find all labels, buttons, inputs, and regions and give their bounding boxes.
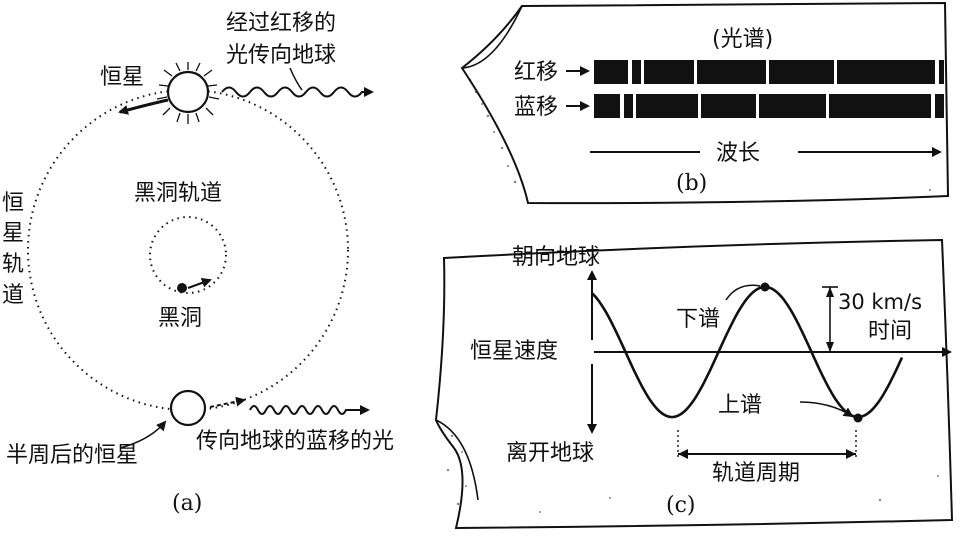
redshift-lines — [628, 60, 939, 84]
star-orbit-label-char-4: 道 — [2, 283, 24, 308]
amplitude-label: 30 km/s — [838, 290, 922, 314]
star-label: 恒星 — [100, 65, 144, 90]
redshift-light-wave — [221, 86, 374, 98]
panel-b-texture — [468, 78, 931, 191]
spectrum-title: (光谱) — [712, 27, 773, 52]
star-motion-arrow — [118, 98, 169, 115]
toward-earth-label: 朝向地球 — [512, 245, 600, 270]
star-top — [156, 62, 220, 124]
star-orbit-label-char-1: 恒 — [2, 191, 24, 216]
star-bottom-motion-arrow — [209, 396, 246, 408]
star-orbit-label-char-3: 轨 — [2, 252, 24, 277]
redshift-row-label: 红移 — [514, 60, 558, 85]
black-hole-label: 黑洞 — [158, 306, 202, 331]
redshift-light-label-1: 经过红移的 — [226, 11, 336, 36]
redshift-label-pointer — [289, 67, 303, 91]
panel-b-curl — [461, 5, 523, 69]
panel-c-texture — [446, 434, 939, 513]
wavelength-label: 波长 — [716, 141, 760, 166]
panel-b: (光谱) 红移 蓝移 波长 (b) — [460, 1, 950, 205]
peak-pointer — [725, 284, 761, 301]
trough-pointer — [799, 401, 854, 418]
peak-spectrum-label: 下谱 — [676, 307, 720, 332]
blueshift-lines — [620, 94, 935, 118]
black-hole-motion-arrow — [187, 278, 212, 289]
blueshift-row-label: 蓝移 — [514, 95, 558, 120]
panel-c: 朝向地球 恒星速度 离开地球 下谱 上谱 30 km/s 时间 轨道周期 (c) — [434, 238, 954, 530]
orbital-period-label: 轨道周期 — [712, 461, 800, 486]
star-orbit-label-char-2: 星 — [2, 221, 24, 246]
star-bottom-pointer — [119, 420, 167, 449]
blueshift-light-wave — [249, 405, 370, 415]
redshift-light-label-2: 光传向地球 — [226, 43, 336, 68]
peak-point — [760, 282, 770, 292]
blueshift-spectrum-bar — [594, 94, 944, 118]
away-earth-label: 离开地球 — [506, 441, 594, 466]
black-hole-orbit — [149, 216, 227, 294]
star-velocity-label: 恒星速度 — [470, 339, 558, 364]
blueshift-light-label: 传向地球的蓝移的光 — [196, 429, 394, 454]
black-hole-orbit-label: 黑洞轨道 — [134, 181, 222, 206]
panel-a: 恒星 经过红移的 光传向地球 恒 星 轨 道 黑洞轨道 黑洞 半周后的恒星 传向… — [2, 11, 394, 516]
trough-spectrum-label: 上谱 — [718, 393, 762, 418]
panel-c-paper — [434, 238, 954, 530]
trough-point — [853, 413, 863, 423]
panel-a-caption: (a) — [172, 491, 202, 516]
time-label: 时间 — [868, 319, 912, 344]
star-half-orbit-label: 半周后的恒星 — [6, 443, 138, 468]
panel-b-caption: (b) — [676, 171, 707, 196]
star-bottom — [169, 389, 207, 427]
panel-c-caption: (c) — [666, 493, 696, 518]
black-hole — [177, 283, 187, 293]
panel-c-curl — [435, 419, 479, 501]
star-orbit — [27, 89, 349, 411]
